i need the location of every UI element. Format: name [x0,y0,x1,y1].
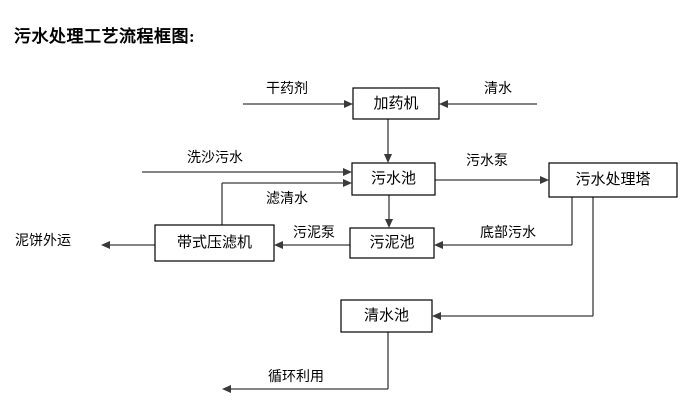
edge-sewage-pump [435,176,549,184]
edge-sewage-to-sludge-pool [385,195,393,228]
edge-label-filtrate: 滤清水 [266,191,308,207]
node-qingshuichi[interactable]: 清水池 [340,299,433,333]
edge-label-sand-wash-sewage: 洗沙污水 [187,150,243,166]
edge-clean-water-in [439,100,537,108]
edge-label-clean-water-in: 清水 [484,81,512,97]
node-wushuichulita[interactable]: 污水处理塔 [548,162,678,198]
node-label-jiayaoji: 加药机 [373,95,418,112]
edge-sludge-pump [274,241,350,249]
edge-recycle-use [222,332,389,393]
edge-bottom-sewage [434,197,573,249]
node-label-wushuichi: 污水池 [371,170,416,187]
edge-label-bottom-sewage: 底部污水 [480,225,536,241]
node-daishiyaluji[interactable]: 带式压滤机 [154,224,275,262]
node-label-wushuichulita: 污水处理塔 [575,171,650,188]
edge-sand-wash-sewage [142,168,352,176]
node-label-qingshuichi: 清水池 [364,307,409,324]
edge-label-mud-cake-out: 泥饼外运 [15,233,71,249]
node-label-wunichi: 污泥池 [369,234,414,251]
node-jiayaoji[interactable]: 加药机 [352,87,440,120]
edge-dry-agent [243,100,353,108]
page-title: 污水处理工艺流程框图: [14,27,196,46]
edge-label-recycle-use: 循环利用 [268,369,324,385]
edge-label-dry-agent: 干药剂 [266,81,308,97]
edge-label-sludge-pump: 污泥泵 [293,225,335,241]
edge-dosing-to-sewage-pool [384,119,392,163]
edge-label-sewage-pump: 污水泵 [466,153,508,169]
node-label-daishiyaluji: 带式压滤机 [177,234,252,251]
node-wushuichi[interactable]: 污水池 [351,162,436,196]
edge-tower-to-clean-pool [432,197,594,320]
edge-filtrate [221,179,352,225]
edge-mud-cake-out [101,241,155,249]
node-wunichi[interactable]: 污泥池 [349,227,435,259]
